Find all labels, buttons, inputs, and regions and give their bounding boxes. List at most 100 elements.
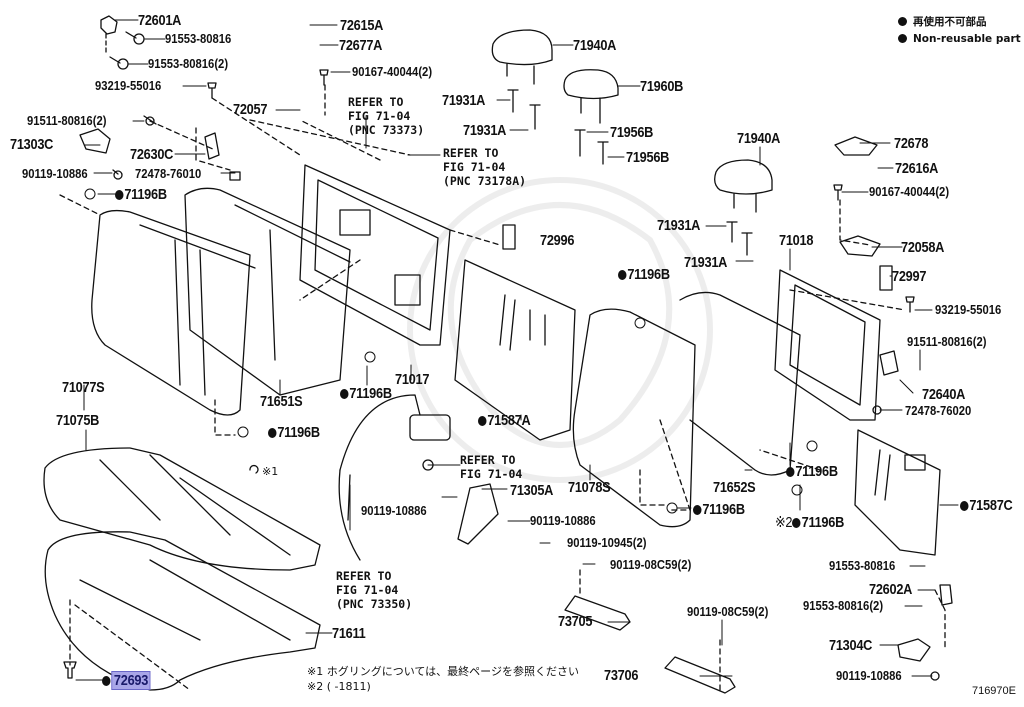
part-number-text: 72057 <box>233 101 268 118</box>
refer-label-seatbelt[interactable]: REFER TO FIG 71-04 <box>460 453 523 481</box>
part-label-71017[interactable]: 71017 <box>395 372 429 387</box>
part-label-71305A[interactable]: 71305A <box>510 483 553 498</box>
part-label-91511-80816-2b[interactable]: 91511-80816(2) <box>907 336 986 349</box>
part-label-71196B-b[interactable]: 71196B <box>618 267 670 282</box>
seat-cushion-71611-icon <box>44 531 321 691</box>
cover-72058A-icon <box>839 235 881 257</box>
part-label-71078S[interactable]: 71078S <box>568 480 611 495</box>
part-label-72996[interactable]: 72996 <box>540 233 574 248</box>
part-number-text: 71956B <box>610 124 654 141</box>
refer-label-73350[interactable]: REFER TO FIG 71-04 (PNC 73350) <box>336 569 413 611</box>
bracket-71304C-icon <box>897 638 940 681</box>
part-label-91553-80816-2a[interactable]: 91553-80816(2) <box>148 58 228 71</box>
part-number-text: 71940A <box>573 37 617 54</box>
part-label-72615A[interactable]: 72615A <box>340 18 383 33</box>
part-number-text: 91553-80816 <box>829 559 896 573</box>
part-label-71196B-e[interactable]: 71196B <box>786 464 838 479</box>
part-label-71931A-c[interactable]: 71931A <box>657 218 700 233</box>
part-number-text: 90119-10886 <box>361 504 427 518</box>
part-label-72057[interactable]: 72057 <box>233 102 267 117</box>
part-label-90119-10886-d[interactable]: 90119-10886 <box>836 670 902 683</box>
part-label-91553-80816-2b[interactable]: 91553-80816(2) <box>803 600 883 613</box>
part-label-72616A[interactable]: 72616A <box>895 161 938 176</box>
part-label-73705[interactable]: 73705 <box>558 614 592 629</box>
part-label-91553-80816-a[interactable]: 91553-80816 <box>165 33 231 46</box>
part-label-71196B-a[interactable]: 71196B <box>115 187 167 202</box>
part-label-71196B-f[interactable]: 71196B <box>693 502 745 517</box>
part-label-71931A-d[interactable]: 71931A <box>684 255 727 270</box>
part-number-text: 72478-76010 <box>135 167 202 181</box>
small-circles <box>84 188 818 514</box>
clip-72693-icon <box>63 661 77 679</box>
part-label-71196B-d[interactable]: 71196B <box>268 425 320 440</box>
part-label-72478-76010[interactable]: 72478-76010 <box>135 168 201 181</box>
part-label-72601A[interactable]: 72601A <box>138 13 181 28</box>
part-label-71018[interactable]: 71018 <box>779 233 813 248</box>
part-label-90167-40044-2a[interactable]: 90167-40044(2) <box>352 66 432 79</box>
part-number-text: 72693 <box>111 671 151 690</box>
part-label-71075B[interactable]: 71075B <box>56 413 99 428</box>
part-label-90119-08C59-2a[interactable]: 90119-08C59(2) <box>610 559 691 572</box>
part-number-text: 72997 <box>892 268 927 285</box>
part-label-72058A[interactable]: 72058A <box>901 240 944 255</box>
part-label-71652S[interactable]: 71652S <box>713 480 756 495</box>
leader-lines <box>75 19 959 681</box>
part-label-71940A-b[interactable]: 71940A <box>737 131 780 146</box>
refer-label-73178A[interactable]: REFER TO FIG 71-04 (PNC 73178A) <box>443 146 527 188</box>
part-label-71956B-b[interactable]: 71956B <box>626 150 669 165</box>
part-label-71303C[interactable]: 71303C <box>10 137 53 152</box>
part-number-text: 71611 <box>332 625 366 642</box>
seatback-frame-71018-icon <box>774 269 881 421</box>
part-label-90119-10886-a[interactable]: 90119-10886 <box>22 168 88 181</box>
part-label-90119-10945-2[interactable]: 90119-10945(2) <box>567 537 646 550</box>
part-label-72602A[interactable]: 72602A <box>869 582 912 597</box>
part-label-72478-76020[interactable]: 72478-76020 <box>905 405 971 418</box>
non-reusable-dot-icon <box>792 518 801 528</box>
part-label-72640A[interactable]: 72640A <box>922 387 965 402</box>
part-number-text: 71196B <box>277 424 320 441</box>
part-label-72997[interactable]: 72997 <box>892 269 926 284</box>
part-label-71196B-c[interactable]: 71196B <box>340 386 392 401</box>
part-label-71587C[interactable]: 71587C <box>960 498 1013 513</box>
part-number-text: 90119-08C59(2) <box>610 558 692 572</box>
footnote-2: ※2 ( -1811) <box>307 680 371 693</box>
part-label-93219-55016-b[interactable]: 93219-55016 <box>935 304 1001 317</box>
part-number-text: 72602A <box>869 581 913 598</box>
part-label-90119-10886-b[interactable]: 90119-10886 <box>361 505 427 518</box>
part-label-71651S[interactable]: 71651S <box>260 394 303 409</box>
part-label-90119-08C59-2b[interactable]: 90119-08C59(2) <box>687 606 768 619</box>
part-label-71077S[interactable]: 71077S <box>62 380 105 395</box>
part-label-72693[interactable]: 72693 <box>102 671 151 690</box>
part-label-71611[interactable]: 71611 <box>332 625 366 642</box>
seat-cushion-71075B-icon <box>43 447 321 571</box>
part-label-90119-10886-c[interactable]: 90119-10886 <box>530 515 596 528</box>
part-label-71304C[interactable]: 71304C <box>829 638 872 653</box>
part-label-91511-80816-2a[interactable]: 91511-80816(2) <box>27 115 106 128</box>
part-number-text: 93219-55016 <box>95 79 162 93</box>
anchor-71305A-icon <box>457 483 499 545</box>
part-label-72677A[interactable]: 72677A <box>339 38 382 53</box>
headrest-guide-icons <box>507 89 753 256</box>
part-label-91553-80816-b[interactable]: 91553-80816 <box>829 560 895 573</box>
part-number-text: 72640A <box>922 386 966 403</box>
part-label-72678[interactable]: 72678 <box>894 136 928 151</box>
part-number-text: 71075B <box>56 412 100 429</box>
refer-label-73373[interactable]: REFER TO FIG 71-04 (PNC 73373) <box>348 95 425 137</box>
part-number-text: 91553-80816(2) <box>148 57 229 71</box>
part-label-71960B[interactable]: 71960B <box>640 79 683 94</box>
note-2-marker: ※2 <box>775 514 793 531</box>
part-number-text: 71304C <box>829 637 873 654</box>
part-label-71587A[interactable]: 71587A <box>478 413 531 428</box>
part-label-73706[interactable]: 73706 <box>604 668 638 683</box>
part-label-71931A-a[interactable]: 71931A <box>442 93 485 108</box>
part-label-90167-40044-2b[interactable]: 90167-40044(2) <box>869 186 949 199</box>
part-label-71956B-a[interactable]: 71956B <box>610 125 653 140</box>
non-reusable-dot-icon <box>115 190 124 200</box>
part-label-71931A-b[interactable]: 71931A <box>463 123 506 138</box>
part-label-72630C[interactable]: 72630C <box>130 147 173 162</box>
part-label-71940A-a[interactable]: 71940A <box>573 38 616 53</box>
part-label-93219-55016-a[interactable]: 93219-55016 <box>95 80 161 93</box>
part-number-text: 91553-80816(2) <box>803 599 884 613</box>
figure-code: 716970E <box>971 685 1016 697</box>
